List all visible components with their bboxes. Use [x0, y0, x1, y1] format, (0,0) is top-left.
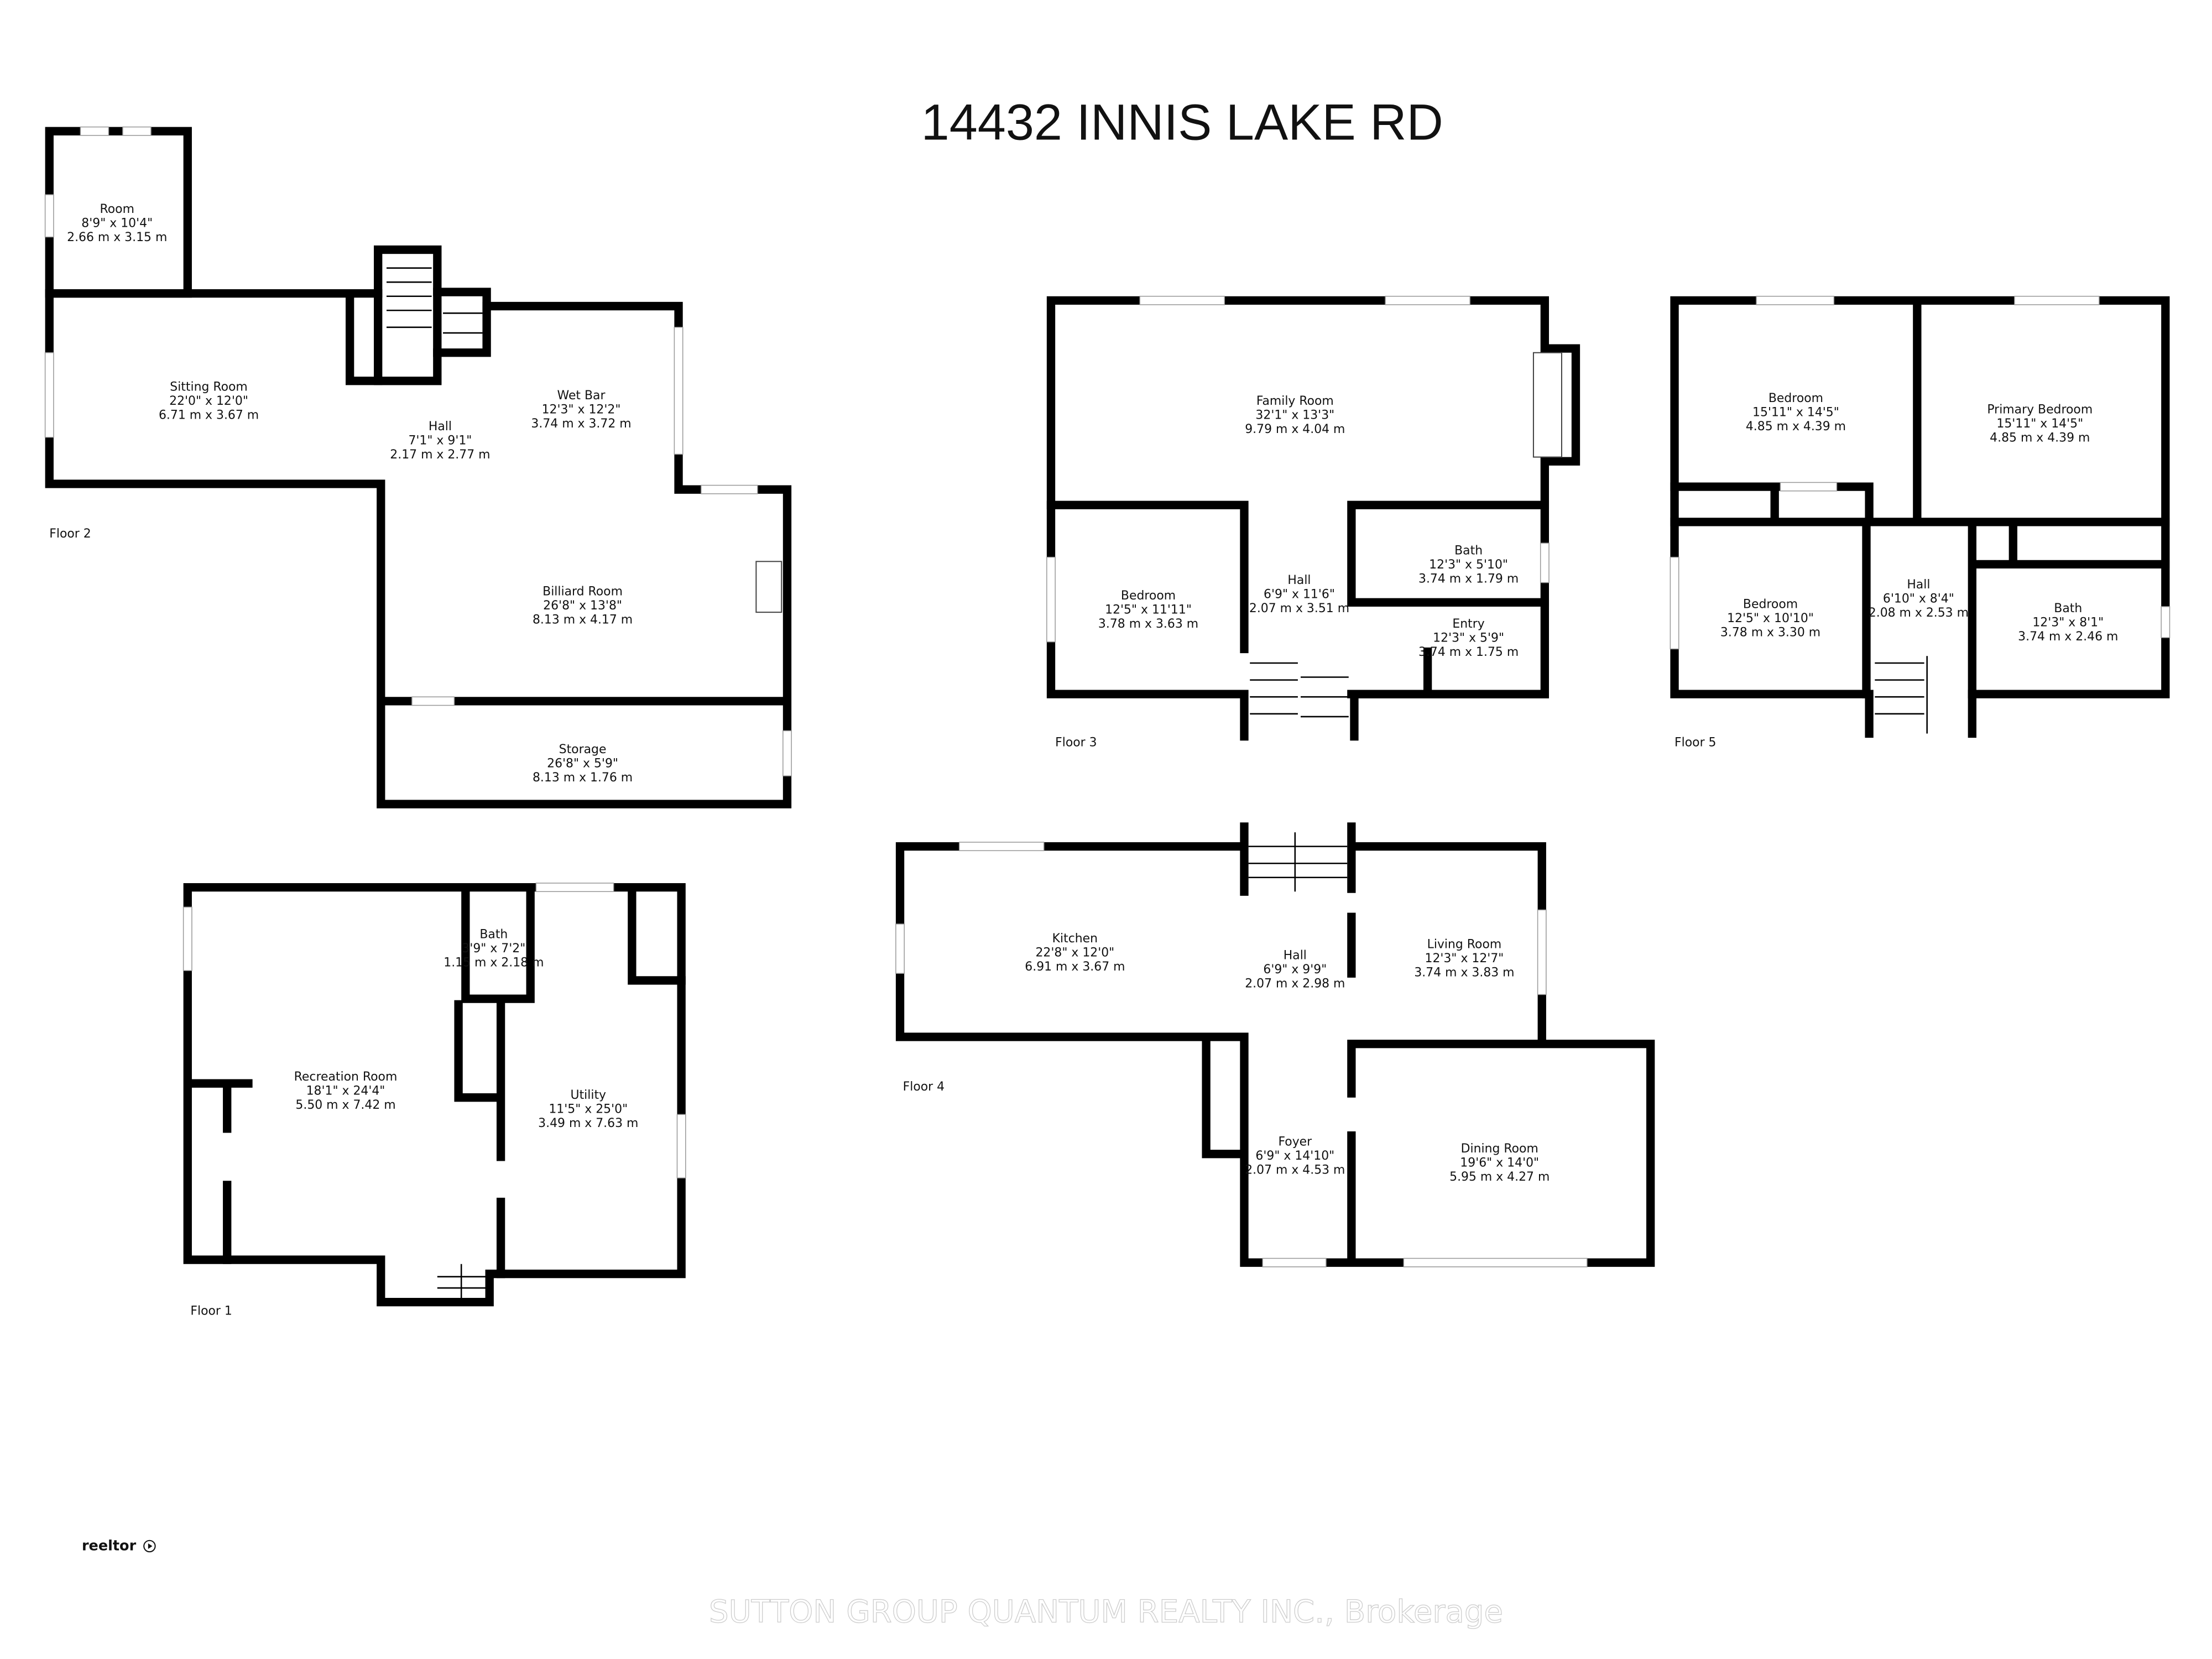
room-dimensions-metric: 3.74 m x 3.83 m	[1414, 966, 1514, 979]
room-dimensions-metric: 4.85 m x 4.39 m	[1746, 420, 1846, 434]
fireplace-icon	[1532, 352, 1562, 458]
room-dimensions-metric: 8.13 m x 4.17 m	[533, 613, 633, 627]
room-dimensions-metric: 4.85 m x 4.39 m	[1990, 431, 2090, 445]
floor-3-walls	[1046, 295, 1580, 741]
floor-label: Floor 1	[190, 1305, 232, 1318]
room-name: Wet Bar	[557, 389, 606, 403]
page-title: 14432 INNIS LAKE RD	[921, 95, 1443, 151]
room-dimensions-imperial: 12'3" x 12'7"	[1425, 952, 1504, 966]
room-name: Hall	[1284, 949, 1307, 963]
play-icon	[143, 1540, 156, 1553]
room-dimensions-imperial: 3'9" x 7'2"	[462, 942, 525, 956]
floor-label: Floor 4	[903, 1080, 945, 1094]
room-dimensions-metric: 8.13 m x 1.76 m	[533, 771, 633, 785]
room-dimensions-metric: 3.74 m x 3.72 m	[531, 417, 631, 431]
room-dimensions-metric: 2.07 m x 3.51 m	[1249, 602, 1349, 615]
room-name: Bath	[2054, 602, 2082, 615]
room-name: Bedroom	[1743, 597, 1798, 611]
room-dimensions-metric: 2.17 m x 2.77 m	[390, 448, 490, 462]
room-name: Recreation Room	[294, 1070, 398, 1084]
room-dimensions-imperial: 12'3" x 8'1"	[2032, 616, 2104, 630]
room-dimensions-imperial: 6'9" x 9'9"	[1263, 963, 1327, 977]
room-dimensions-imperial: 6'9" x 14'10"	[1255, 1149, 1334, 1163]
room-dimensions-imperial: 12'3" x 12'2"	[542, 403, 621, 416]
floor-1-walls	[182, 883, 686, 1307]
floor-label: Floor 2	[49, 527, 91, 541]
room-dimensions-metric: 3.74 m x 1.79 m	[1418, 572, 1519, 586]
room-name: Sitting Room	[170, 380, 247, 394]
room-name: Billiard Room	[542, 585, 623, 599]
room-dimensions-imperial: 12'3" x 5'9"	[1433, 632, 1504, 645]
floor-5-walls	[1670, 295, 2171, 738]
room-name: Storage	[559, 743, 607, 757]
room-dimensions-metric: 6.91 m x 3.67 m	[1025, 960, 1125, 974]
room-dimensions-metric: 3.74 m x 1.75 m	[1418, 645, 1519, 659]
room-name: Primary Bedroom	[1987, 403, 2093, 416]
room-dimensions-metric: 1.15 m x 2.18 m	[444, 956, 544, 969]
room-dimensions-imperial: 22'0" x 12'0"	[169, 394, 248, 408]
room-name: Dining Room	[1461, 1142, 1538, 1156]
reeltor-logo: reeltor	[82, 1538, 156, 1554]
room-dimensions-imperial: 11'5" x 25'0"	[549, 1103, 628, 1117]
room-name: Foyer	[1278, 1135, 1312, 1149]
room-name: Hall	[1287, 573, 1311, 587]
room-name: Entry	[1452, 617, 1484, 631]
floor-4-walls	[895, 822, 1655, 1267]
room-dimensions-imperial: 32'1" x 13'3"	[1255, 409, 1334, 422]
room-name: Bedroom	[1121, 589, 1176, 603]
room-dimensions-imperial: 26'8" x 13'8"	[543, 599, 622, 613]
room-name: Hall	[429, 420, 452, 434]
room-dimensions-metric: 2.07 m x 4.53 m	[1245, 1163, 1345, 1177]
room-dimensions-metric: 2.08 m x 2.53 m	[1869, 606, 1969, 620]
room-dimensions-imperial: 12'3" x 5'10"	[1429, 558, 1508, 572]
reeltor-logo-text: reeltor	[82, 1538, 137, 1554]
room-dimensions-imperial: 8'9" x 10'4"	[81, 217, 153, 231]
room-dimensions-imperial: 18'1" x 24'4"	[306, 1084, 385, 1098]
room-name: Hall	[1907, 578, 1930, 592]
room-dimensions-imperial: 6'10" x 8'4"	[1883, 592, 1954, 606]
room-dimensions-metric: 3.74 m x 2.46 m	[2018, 630, 2118, 644]
room-name: Utility	[571, 1088, 607, 1102]
room-name: Room	[100, 202, 134, 216]
floor-label: Floor 5	[1674, 735, 1716, 749]
floor-2-walls	[44, 126, 792, 808]
fireplace-icon	[755, 561, 782, 613]
room-name: Bath	[1454, 544, 1483, 558]
room-dimensions-imperial: 12'5" x 11'11"	[1105, 603, 1192, 617]
room-dimensions-imperial: 22'8" x 12'0"	[1035, 946, 1114, 960]
floor-label: Floor 3	[1055, 735, 1097, 749]
room-dimensions-imperial: 15'11" x 14'5"	[1752, 406, 1839, 420]
room-dimensions-imperial: 12'5" x 10'10"	[1727, 612, 1814, 625]
room-name: Living Room	[1427, 937, 1502, 951]
room-dimensions-imperial: 26'8" x 5'9"	[547, 757, 618, 771]
brokerage-watermark: SUTTON GROUP QUANTUM REALTY INC., Broker…	[709, 1594, 1503, 1630]
room-dimensions-imperial: 15'11" x 14'5"	[1996, 417, 2083, 431]
room-name: Bath	[479, 927, 508, 941]
room-dimensions-metric: 9.79 m x 4.04 m	[1245, 422, 1345, 436]
room-dimensions-imperial: 6'9" x 11'6"	[1264, 588, 1335, 602]
room-dimensions-imperial: 7'1" x 9'1"	[408, 434, 472, 448]
room-name: Bedroom	[1768, 392, 1823, 405]
room-dimensions-metric: 3.49 m x 7.63 m	[538, 1117, 638, 1130]
room-dimensions-metric: 6.71 m x 3.67 m	[159, 409, 259, 422]
room-dimensions-imperial: 19'6" x 14'0"	[1460, 1156, 1539, 1170]
room-dimensions-metric: 5.95 m x 4.27 m	[1449, 1170, 1550, 1184]
room-dimensions-metric: 3.78 m x 3.63 m	[1098, 617, 1198, 631]
room-dimensions-metric: 5.50 m x 7.42 m	[295, 1098, 395, 1112]
room-dimensions-metric: 2.07 m x 2.98 m	[1245, 977, 1345, 991]
room-dimensions-metric: 2.66 m x 3.15 m	[67, 231, 167, 244]
room-dimensions-metric: 3.78 m x 3.30 m	[1720, 626, 1820, 640]
room-name: Family Room	[1256, 394, 1334, 408]
room-name: Kitchen	[1052, 932, 1098, 946]
